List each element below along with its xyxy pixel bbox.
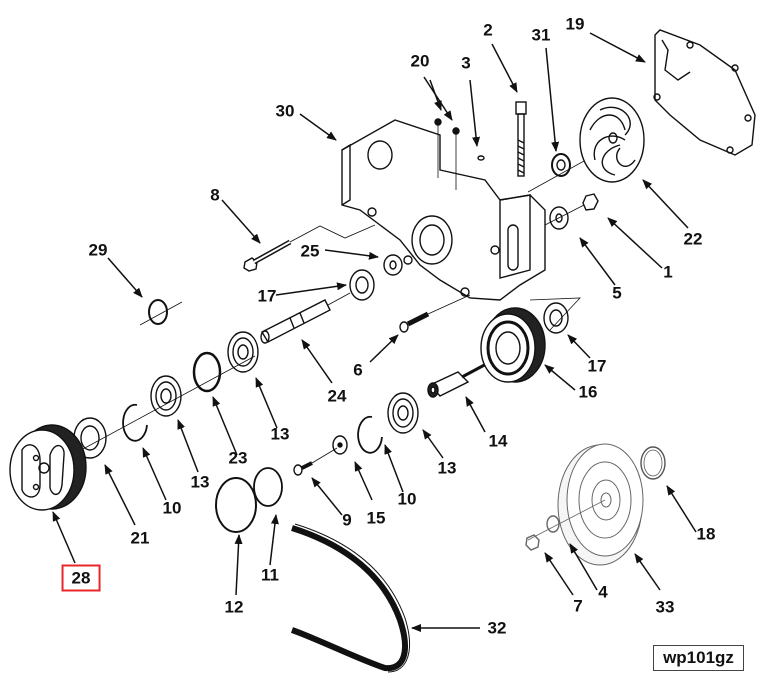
callout-4[interactable]: 4 xyxy=(598,582,608,602)
callout-1[interactable]: 1 xyxy=(663,262,673,282)
snap-ring[interactable] xyxy=(357,415,383,454)
callout-9[interactable]: 9 xyxy=(342,510,352,530)
washer[interactable] xyxy=(383,254,403,276)
bearing[interactable] xyxy=(387,392,419,434)
plug[interactable] xyxy=(452,127,460,135)
callout-2[interactable]: 2 xyxy=(483,20,493,40)
callout-5[interactable]: 5 xyxy=(612,283,622,303)
pin[interactable] xyxy=(477,155,485,161)
callout-13-right[interactable]: 13 xyxy=(437,458,457,478)
callout-10-left[interactable]: 10 xyxy=(162,498,182,518)
callout-17-lower[interactable]: 17 xyxy=(587,356,607,376)
seal[interactable] xyxy=(543,302,569,334)
bolt[interactable] xyxy=(243,239,292,272)
callout-17-upper[interactable]: 17 xyxy=(257,286,277,306)
o-ring[interactable] xyxy=(253,467,283,507)
callout-24[interactable]: 24 xyxy=(327,386,347,406)
o-ring[interactable] xyxy=(215,477,257,533)
callout-31[interactable]: 31 xyxy=(531,25,551,45)
callout-12[interactable]: 12 xyxy=(224,597,244,617)
pump-housing[interactable] xyxy=(341,119,546,301)
figure-id-label: wp101gz xyxy=(653,645,744,671)
callout-33[interactable]: 33 xyxy=(655,597,675,617)
washer[interactable] xyxy=(546,515,560,533)
callout-20[interactable]: 20 xyxy=(410,51,430,71)
ring[interactable] xyxy=(192,351,222,393)
callout-7[interactable]: 7 xyxy=(573,596,583,616)
callout-6[interactable]: 6 xyxy=(353,360,363,380)
callout-25[interactable]: 25 xyxy=(300,241,320,261)
bolt[interactable] xyxy=(515,101,527,177)
callout-22[interactable]: 22 xyxy=(683,229,703,249)
callout-18[interactable]: 18 xyxy=(696,524,716,544)
callout-19[interactable]: 19 xyxy=(565,14,585,34)
leader-arrows xyxy=(52,32,697,632)
impeller[interactable] xyxy=(579,97,645,183)
nut[interactable] xyxy=(582,193,599,211)
callout-16[interactable]: 16 xyxy=(578,382,598,402)
callout-23[interactable]: 23 xyxy=(228,448,248,468)
callout-32[interactable]: 32 xyxy=(487,618,507,638)
callout-11[interactable]: 11 xyxy=(261,565,279,585)
shaft[interactable] xyxy=(427,360,491,398)
pulley[interactable] xyxy=(9,424,87,511)
ring[interactable] xyxy=(640,446,666,480)
callout-28-highlighted[interactable]: 28 xyxy=(61,564,101,592)
callout-8[interactable]: 8 xyxy=(210,185,220,205)
callout-3[interactable]: 3 xyxy=(461,53,471,73)
seal[interactable] xyxy=(551,153,571,177)
shaft[interactable] xyxy=(260,292,351,344)
pulley[interactable] xyxy=(480,307,546,383)
belt[interactable] xyxy=(290,525,408,672)
gasket[interactable] xyxy=(654,29,756,156)
screw[interactable] xyxy=(293,447,338,476)
bearing[interactable] xyxy=(227,331,259,373)
bushing[interactable] xyxy=(148,299,168,325)
washer[interactable] xyxy=(332,435,348,455)
nut[interactable] xyxy=(525,534,540,551)
callout-30[interactable]: 30 xyxy=(275,101,295,121)
callout-10-right[interactable]: 10 xyxy=(397,489,417,509)
callout-14[interactable]: 14 xyxy=(488,431,508,451)
snap-ring[interactable] xyxy=(122,403,148,442)
callout-21[interactable]: 21 xyxy=(130,528,150,548)
plug[interactable] xyxy=(434,118,442,126)
callout-29[interactable]: 29 xyxy=(88,240,108,260)
pulley[interactable] xyxy=(557,443,644,566)
fitting[interactable] xyxy=(399,294,471,333)
callout-15[interactable]: 15 xyxy=(366,508,386,528)
callout-13-left[interactable]: 13 xyxy=(190,472,210,492)
seal[interactable] xyxy=(349,269,375,301)
callout-13-mid[interactable]: 13 xyxy=(270,424,290,444)
washer[interactable] xyxy=(549,206,569,230)
